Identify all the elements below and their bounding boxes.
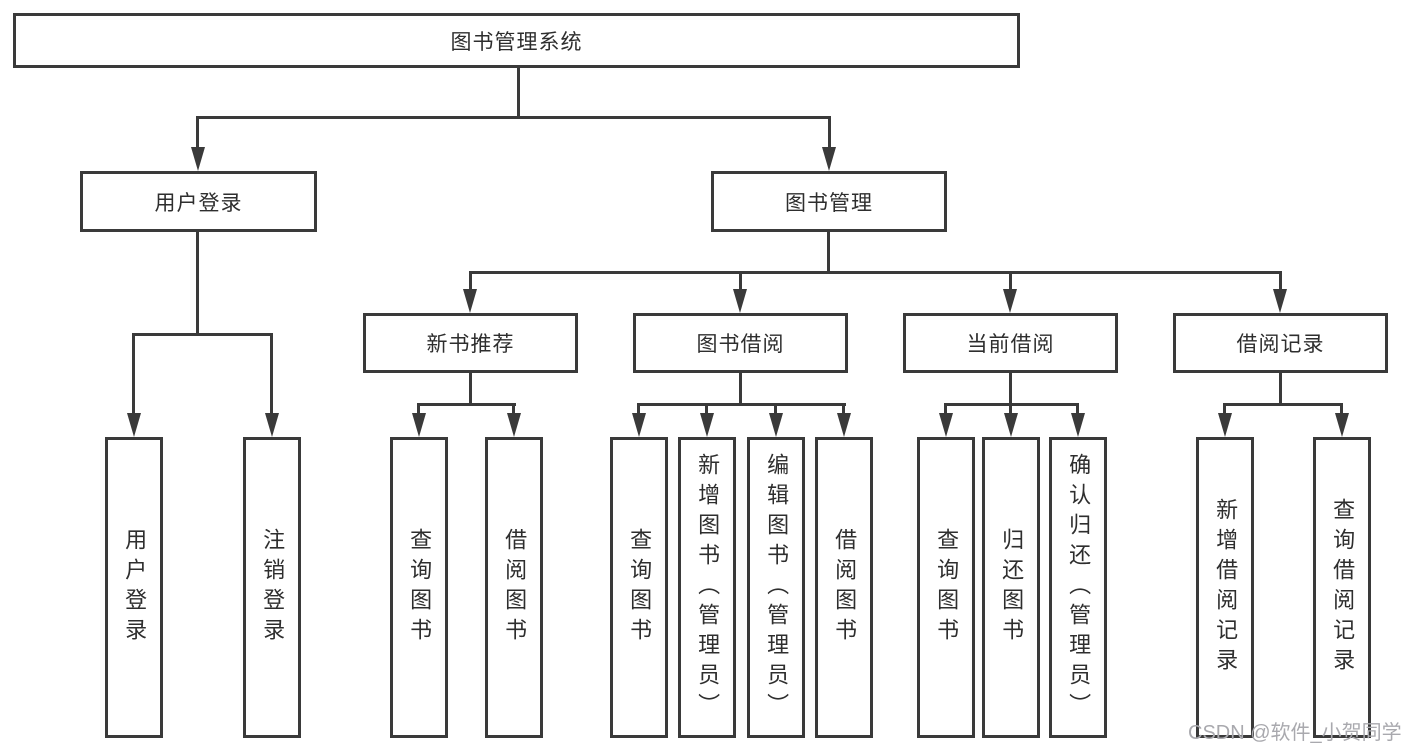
leaf-recommend-query-books: 查询图书 [390,437,448,738]
connector-stem [1340,403,1343,415]
connector-book-mgmt-trunk [827,232,830,273]
arrow-down-icon [463,289,477,313]
leaf-user-login: 用户登录 [105,437,163,738]
leaf-borrowing-add-books-admin: 新增图书（管理员） [678,437,736,738]
leaf-recommend-borrow-books: 借阅图书 [485,437,543,738]
leaf-label: 用户登录 [122,527,148,648]
leaf-label: 借阅图书 [502,527,528,648]
connector-stem [1009,271,1012,291]
connector-book-mgmt-crossbar [469,271,1281,274]
connector-crossbar [1223,403,1343,406]
connector-crossbar [637,403,846,406]
connector-user-login-crossbar [132,333,273,336]
leaf-label: 编辑图书（管理员） [764,452,790,723]
arrow-down-icon [837,413,851,437]
arrow-down-icon [700,413,714,437]
node-label: 图书借阅 [696,333,785,356]
leaf-borrowing-edit-books-admin: 编辑图书（管理员） [747,437,805,738]
connector-trunk [739,373,742,405]
arrow-down-icon [1004,413,1018,437]
connector-stem [196,116,199,149]
arrow-down-icon [507,413,521,437]
arrow-down-icon [1003,289,1017,313]
connector-crossbar [417,403,516,406]
connector-stem [637,403,640,415]
leaf-label: 确认归还（管理员） [1066,452,1092,723]
arrow-down-icon [191,147,205,171]
arrow-down-icon [1071,413,1085,437]
connector-trunk [1009,373,1012,405]
node-book-borrowing: 图书借阅 [633,313,848,373]
arrow-down-icon [265,413,279,437]
arrow-down-icon [412,413,426,437]
node-label: 图书管理系统 [450,30,583,54]
connector-stem [1009,403,1012,415]
node-borrowing-records: 借阅记录 [1173,313,1388,373]
node-new-book-recommend: 新书推荐 [363,313,578,373]
connector-stem [705,403,708,415]
leaf-current-return-books: 归还图书 [982,437,1040,738]
connector-stem [469,271,472,291]
leaf-borrowing-query-books: 查询图书 [610,437,668,738]
leaf-label: 查询图书 [407,527,433,648]
connector-user-login-trunk [196,232,199,335]
arrow-down-icon [127,413,141,437]
arrow-down-icon [733,289,747,313]
node-current-borrowing: 当前借阅 [903,313,1118,373]
leaf-label: 新增图书（管理员） [695,452,721,723]
leaf-label: 查询借阅记录 [1330,497,1356,678]
connector-stem [944,403,947,415]
connector-root-crossbar [196,116,831,119]
node-library-management-system: 图书管理系统 [13,13,1020,68]
connector-stem [739,271,742,291]
watermark: CSDN @软件_小贺同学 [1188,722,1402,744]
node-label: 新书推荐 [426,333,515,356]
leaf-label: 注销登录 [260,527,286,648]
connector-trunk [1279,373,1282,405]
connector-stem [132,333,135,415]
connector-stem [417,403,420,415]
connector-stem [1223,403,1226,415]
leaf-records-query-record: 查询借阅记录 [1313,437,1371,738]
arrow-down-icon [769,413,783,437]
node-label: 借阅记录 [1236,333,1325,356]
arrow-down-icon [939,413,953,437]
connector-stem [1076,403,1079,415]
connector-stem [270,333,273,415]
leaf-label: 查询图书 [627,527,653,648]
node-book-management: 图书管理 [711,171,947,232]
connector-stem [512,403,515,415]
leaf-label: 归还图书 [999,527,1025,648]
leaf-logout: 注销登录 [243,437,301,738]
arrow-down-icon [1335,413,1349,437]
node-label: 用户登录 [154,191,243,215]
leaf-label: 查询图书 [934,527,960,648]
connector-stem [842,403,845,415]
leaf-label: 借阅图书 [832,527,858,648]
node-label: 当前借阅 [966,333,1055,356]
node-user-login: 用户登录 [80,171,317,232]
arrow-down-icon [1218,413,1232,437]
arrow-down-icon [632,413,646,437]
connector-stem [828,116,831,149]
connector-stem [774,403,777,415]
connector-stem [1279,271,1282,291]
connector-trunk [469,373,472,405]
leaf-current-query-books: 查询图书 [917,437,975,738]
leaf-label: 新增借阅记录 [1213,497,1239,678]
leaf-records-add-record: 新增借阅记录 [1196,437,1254,738]
connector-root-trunk [517,66,520,119]
arrow-down-icon [1273,289,1287,313]
leaf-current-confirm-return-admin: 确认归还（管理员） [1049,437,1107,738]
leaf-borrowing-borrow-books: 借阅图书 [815,437,873,738]
node-label: 图书管理 [785,191,873,215]
arrow-down-icon [822,147,836,171]
